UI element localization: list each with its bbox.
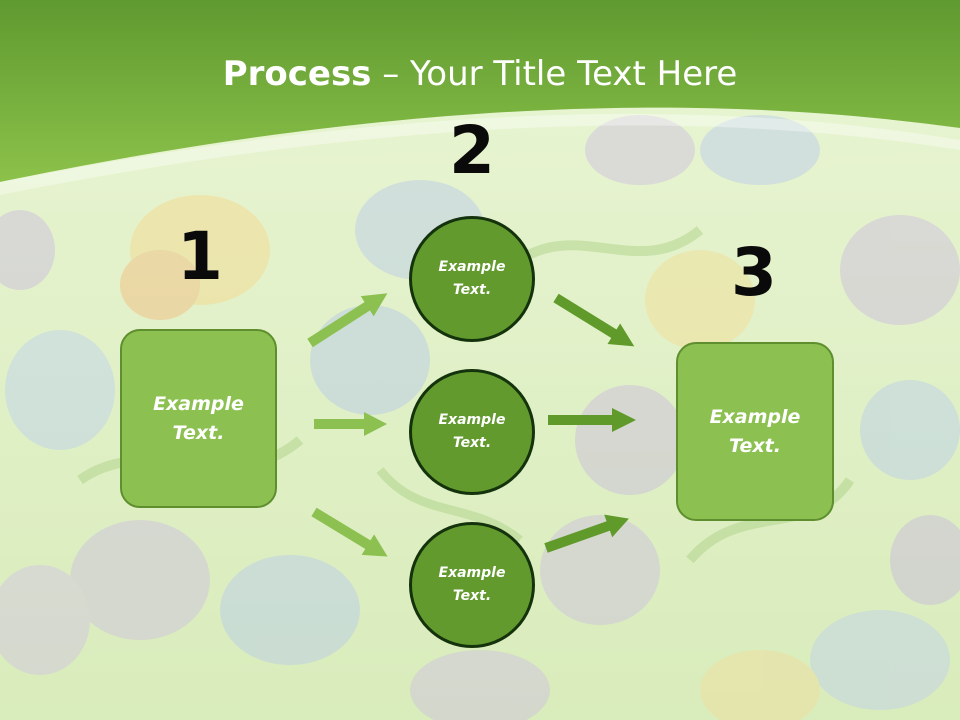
slide-title: Process – Your Title Text Here <box>0 52 960 96</box>
title-rest: – Your Title Text Here <box>371 54 738 94</box>
header-band <box>0 0 960 182</box>
arrow-bottom-to-3 <box>544 514 629 553</box>
header-highlight <box>0 113 960 195</box>
step-3-box[interactable]: Example Text. <box>676 342 834 521</box>
step-2-node-top[interactable]: Example Text. <box>409 216 535 342</box>
step-2-node-bottom[interactable]: Example Text. <box>409 522 535 648</box>
arrow-middle-to-3 <box>548 408 636 432</box>
step-3-number: 3 <box>731 234 777 311</box>
process-arrows <box>307 293 636 557</box>
step-2-node-middle[interactable]: Example Text. <box>409 369 535 495</box>
node-top-label: Example Text. <box>438 259 506 298</box>
arrow-1-to-top <box>307 293 388 348</box>
node-bottom-label: Example Text. <box>438 565 506 604</box>
arrow-1-to-middle <box>314 412 387 436</box>
title-bold: Process <box>222 54 372 94</box>
step-1-number: 1 <box>177 218 223 295</box>
arrow-top-to-3 <box>553 293 635 347</box>
node-middle-label: Example Text. <box>438 412 506 451</box>
step-3-label: Example Text. <box>709 405 801 457</box>
step-1-label: Example Text. <box>153 392 244 444</box>
step-1-box[interactable]: Example Text. <box>120 329 277 508</box>
arrow-1-to-bottom <box>311 507 388 557</box>
step-2-number: 2 <box>449 112 495 189</box>
